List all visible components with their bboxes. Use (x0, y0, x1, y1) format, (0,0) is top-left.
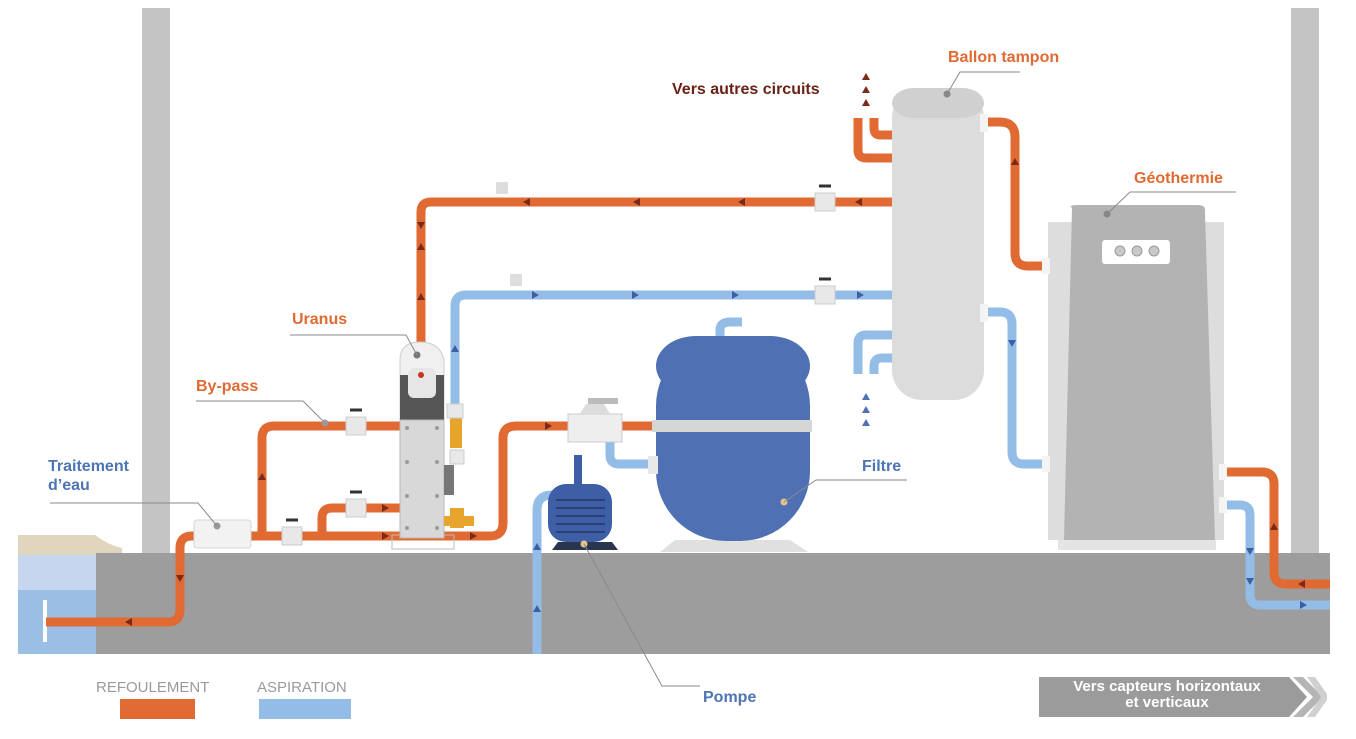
outgoing-arrows (862, 73, 870, 106)
label-vers-autres-circuits: Vers autres circuits (672, 81, 820, 98)
valves (281, 184, 836, 546)
pool-deck (18, 535, 122, 556)
cta-line2: et verticaux (1125, 694, 1209, 711)
aspiration-pipes (450, 290, 1330, 654)
legend-refoulement-label: REFOULEMENT (96, 679, 210, 696)
vers-capteurs-button[interactable]: Vers capteurs horizontaux et verticaux (1039, 677, 1327, 717)
pipe-collar-2 (449, 449, 465, 465)
aspiration-arrows (451, 291, 1307, 612)
ground (96, 553, 1330, 654)
filter-tank (648, 336, 812, 552)
water-treatment-unit (193, 519, 252, 549)
legend-aspiration-label: ASPIRATION (257, 679, 347, 696)
label-ballon-tampon: Ballon tampon (948, 49, 1060, 66)
orange-air-vent (496, 182, 508, 194)
blue-air-vent (510, 274, 522, 286)
label-pompe: Pompe (703, 689, 757, 706)
label-traitement-line2: d’eau (48, 477, 90, 494)
cta-shape (1039, 677, 1327, 717)
multiport-valve (567, 398, 623, 443)
label-by-pass: By-pass (196, 378, 259, 395)
legend-aspiration-swatch (259, 699, 351, 719)
label-filtre: Filtre (862, 458, 902, 475)
brass-fitting-upper (450, 418, 462, 448)
brass-fitting-base (444, 516, 474, 526)
pump (548, 455, 618, 550)
pool-inlet (43, 600, 47, 642)
right-wall (1291, 8, 1319, 553)
left-wall (142, 8, 170, 553)
heat-pump (1042, 205, 1227, 550)
pool-water-surface (18, 555, 98, 591)
leader-lines (50, 71, 1236, 687)
label-traitement: Traitement (48, 458, 129, 475)
legend-refoulement-swatch (120, 699, 195, 719)
cta-line1: Vers capteurs horizontaux (1073, 678, 1261, 695)
pipe-collar (446, 403, 464, 419)
label-uranus: Uranus (292, 311, 348, 328)
buffer-tank (892, 88, 988, 400)
uranus-exchanger (391, 341, 455, 550)
incoming-arrows (862, 393, 870, 426)
refoulement-arrows (125, 158, 1305, 626)
label-geothermie: Géothermie (1134, 170, 1223, 187)
